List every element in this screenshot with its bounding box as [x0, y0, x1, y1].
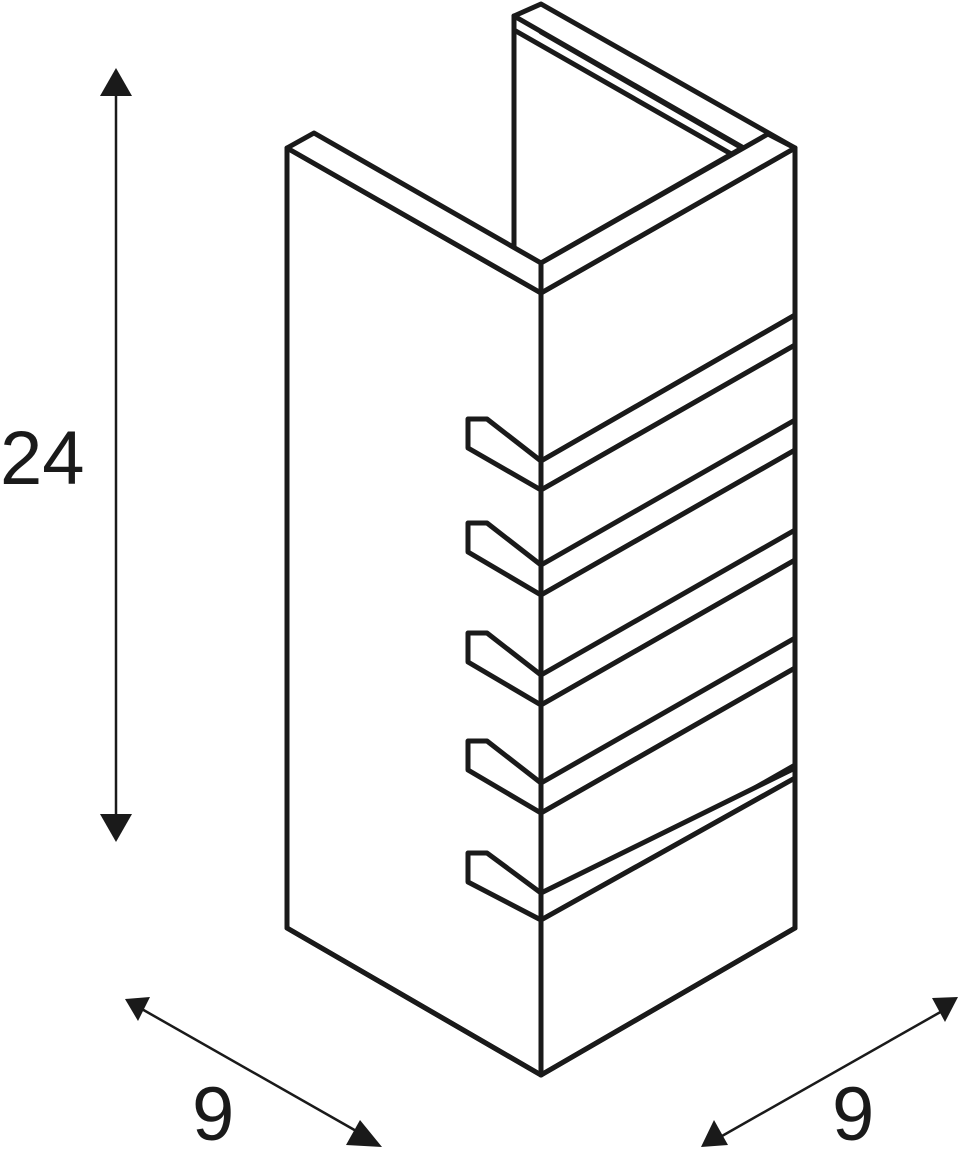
left-depth-dimension: 9 — [125, 997, 382, 1150]
height-arrow-bottom — [100, 814, 132, 842]
bottom-edges — [284, 925, 798, 1078]
height-label: 24 — [0, 416, 85, 501]
left-depth-arrow-end — [346, 1120, 382, 1147]
right-depth-arrow-end — [932, 997, 958, 1022]
height-arrow-top — [100, 68, 132, 96]
left-depth-label: 9 — [192, 1072, 234, 1150]
back-panel — [511, 1, 798, 165]
lamp-body — [284, 1, 798, 1078]
right-depth-arrow-start — [701, 1120, 728, 1147]
left-side-panel — [284, 145, 544, 1078]
left-depth-arrow-start — [125, 997, 150, 1021]
height-dimension: 24 — [0, 68, 132, 842]
right-depth-label: 9 — [832, 1072, 874, 1150]
right-depth-dimension: 9 — [701, 997, 958, 1150]
